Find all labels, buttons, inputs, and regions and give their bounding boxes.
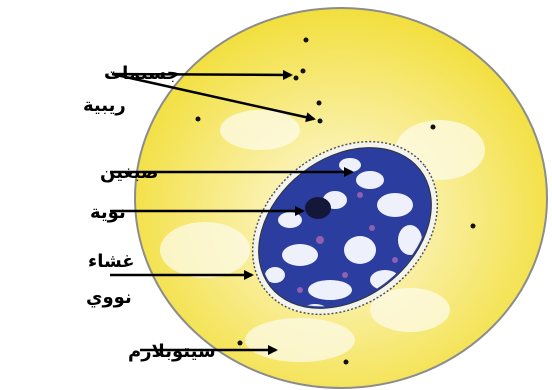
label-nuclear-membrane-line2: نووي: [86, 287, 132, 308]
label-chromatin: صبغين: [100, 162, 158, 183]
label-ribosomes-line1: جسيمات: [104, 63, 180, 84]
label-nuclear-membrane-line1: غشاء: [88, 251, 135, 272]
label-nucleolus: نوية: [90, 202, 126, 223]
label-ribosomes-line2: ريبية: [83, 95, 126, 116]
label-cytoplasm: سيتوبلازم: [128, 341, 216, 362]
nucleolus: [305, 197, 331, 219]
